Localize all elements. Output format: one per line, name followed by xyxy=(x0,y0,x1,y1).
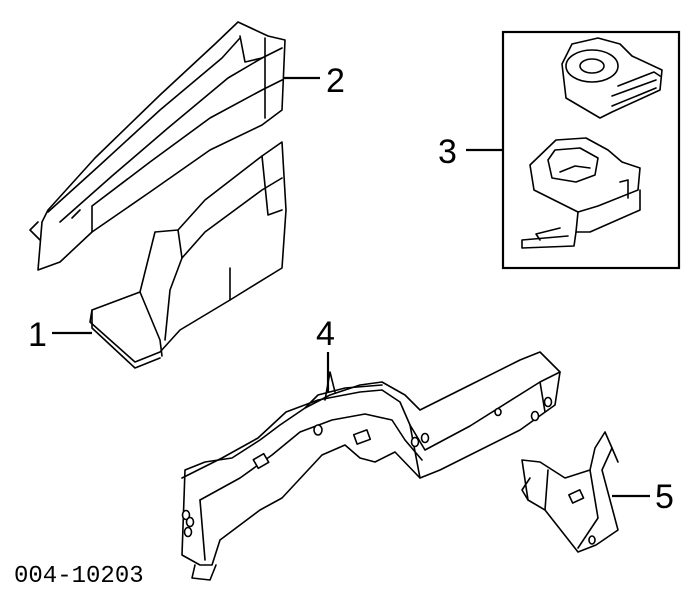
callout-4: 4 xyxy=(316,315,335,353)
part-4-frame-side-rail xyxy=(181,351,561,581)
callout-2: 2 xyxy=(326,62,345,100)
part-5-frame-bracket xyxy=(521,431,619,553)
part-2-upper-rail-panel xyxy=(29,21,286,271)
callout-5: 5 xyxy=(655,478,674,516)
callout-3: 3 xyxy=(438,133,457,171)
part-3-upper-bracket xyxy=(561,37,663,119)
diagram-code: 004-10203 xyxy=(14,563,144,590)
callout-1: 1 xyxy=(28,316,47,354)
part-1-apron-lower-rail xyxy=(89,141,287,369)
part-3-lower-bracket xyxy=(521,137,641,249)
